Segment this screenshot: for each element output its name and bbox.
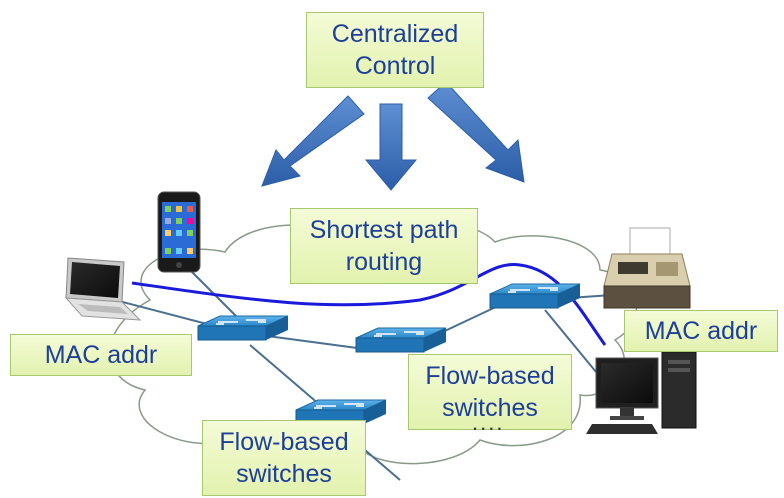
arrow-left xyxy=(261,95,365,187)
mac-addr-left-label: MAC addr xyxy=(44,341,158,369)
mac-addr-right-label: MAC addr xyxy=(644,317,758,345)
network-switch-icon xyxy=(489,283,581,309)
flow-based-switches-center-box: Flow-based switches xyxy=(408,354,572,430)
centralized-control-line2: Control xyxy=(354,52,436,80)
mac-addr-right-box: MAC addr xyxy=(624,310,778,352)
flow-center-line2: switches xyxy=(442,394,538,422)
shortest-path-line1: Shortest path xyxy=(309,216,459,244)
switch-right xyxy=(489,283,581,309)
ellipsis-text: .... xyxy=(472,410,505,435)
centralized-control-box: Centralized Control xyxy=(306,12,484,88)
shortest-path-line2: routing xyxy=(345,248,423,276)
network-switch-icon xyxy=(355,327,447,353)
flow-bottom-line2: switches xyxy=(236,460,332,488)
flow-center-line1: Flow-based xyxy=(425,362,555,390)
centralized-control-line1: Centralized xyxy=(331,20,459,48)
network-switch-icon xyxy=(197,315,289,341)
smartphone-icon xyxy=(157,191,201,273)
desktop-computer-icon xyxy=(586,351,697,434)
mac-addr-left-box: MAC addr xyxy=(10,334,192,376)
laptop-icon xyxy=(64,257,142,321)
fax-printer-icon xyxy=(603,227,691,309)
shortest-path-routing-box: Shortest path routing xyxy=(290,208,478,284)
switch-center xyxy=(355,327,447,353)
arrow-right xyxy=(427,81,525,183)
arrow-center xyxy=(364,103,418,191)
flow-based-switches-bottom-box: Flow-based switches xyxy=(202,420,366,496)
control-arrows xyxy=(261,81,525,191)
switch-left xyxy=(197,315,289,341)
flow-bottom-line1: Flow-based xyxy=(219,428,349,456)
